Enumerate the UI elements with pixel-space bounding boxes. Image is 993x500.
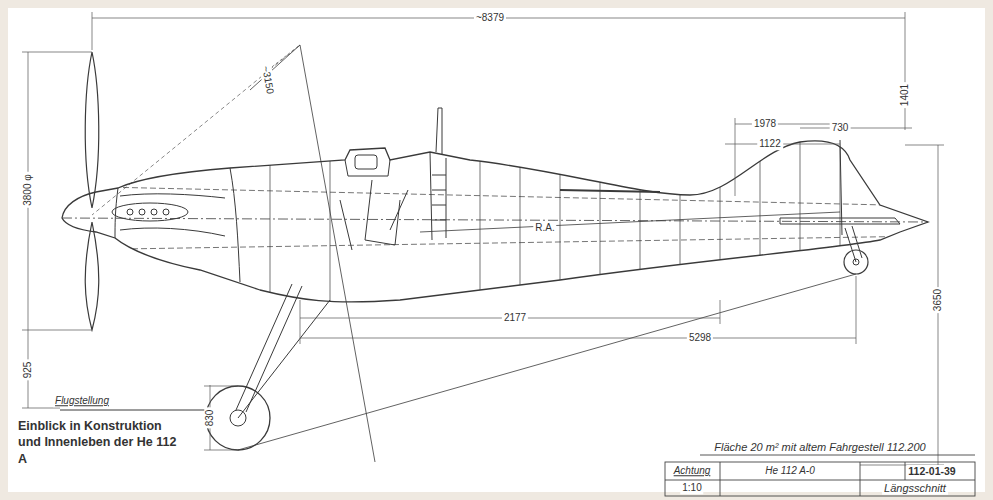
dimension-label: 3800 φ: [22, 172, 34, 208]
scale-label: 1:10: [680, 482, 703, 494]
dimension-label: 1978: [752, 118, 778, 130]
dimension-label: 2177: [502, 312, 528, 324]
title-block: [665, 455, 975, 496]
drawing-note: Fläche 20 m² mit altem Fahrgestell 112.2…: [712, 441, 927, 454]
warning-note: Achtung: [672, 465, 713, 477]
dimension-label: ~8379: [474, 12, 506, 24]
dimension-label: 1122: [757, 138, 783, 150]
reference-label: R.A.: [533, 222, 556, 234]
attitude-label: Flugstellung: [53, 395, 111, 407]
sheet: [8, 8, 985, 492]
dimension-label: 3650: [932, 287, 944, 313]
dimension-label: 1401: [899, 82, 911, 108]
figure-caption: Einblick in Konstruktion und Innenleben …: [18, 418, 178, 467]
dimension-label: 925: [22, 360, 34, 381]
dimension-label: 730: [830, 122, 851, 134]
view-title: Längsschnitt: [882, 482, 948, 495]
dimension-label: 830: [204, 408, 216, 429]
dimension-lines: [22, 12, 944, 465]
dimension-label: 5298: [687, 332, 713, 344]
drawing-number: 112-01-39: [906, 465, 957, 477]
airframe: [60, 45, 930, 462]
type-label: He 112 A-0: [763, 465, 816, 477]
